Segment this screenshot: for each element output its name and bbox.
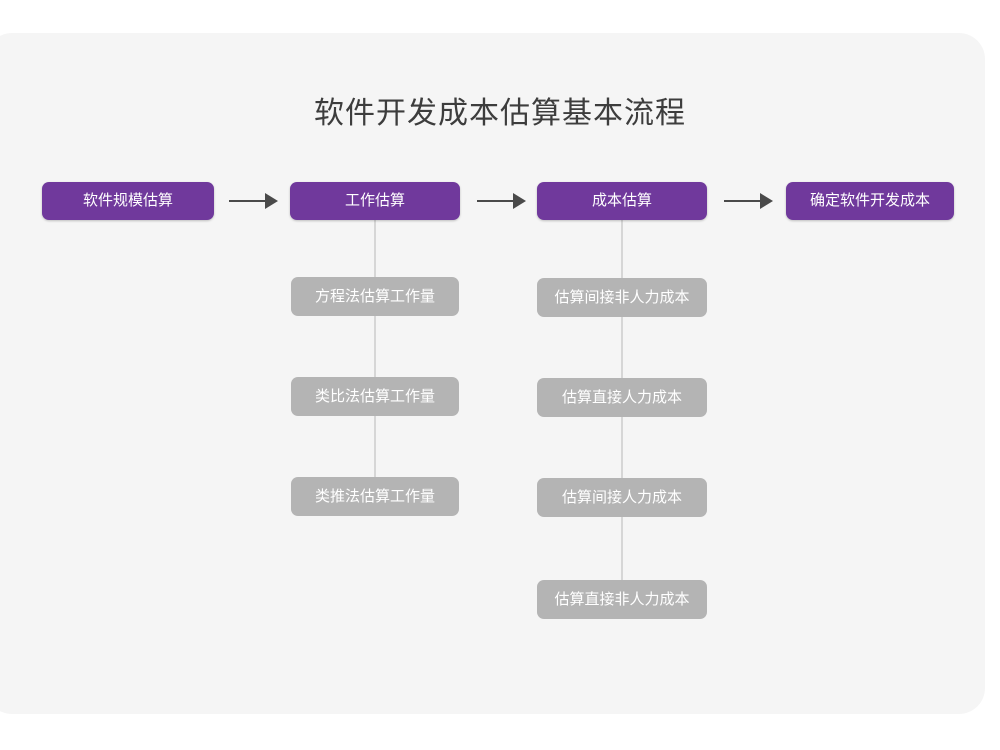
arrow-head-icon bbox=[513, 193, 526, 209]
arrow-stage-1-to-2 bbox=[229, 189, 283, 213]
stage-box-software-scale-estimation[interactable]: 软件规模估算 bbox=[42, 182, 214, 220]
connector-line-branch-a bbox=[374, 220, 376, 498]
arrow-shaft-icon bbox=[477, 200, 521, 202]
sub-box-inference-method-effort[interactable]: 类推法估算工作量 bbox=[291, 477, 459, 516]
arrow-head-icon bbox=[265, 193, 278, 209]
sub-box-direct-non-labor-cost[interactable]: 估算直接非人力成本 bbox=[537, 580, 707, 619]
sub-box-direct-labor-cost[interactable]: 估算直接人力成本 bbox=[537, 378, 707, 417]
arrow-shaft-icon bbox=[724, 200, 768, 202]
sub-box-equation-method-effort[interactable]: 方程法估算工作量 bbox=[291, 277, 459, 316]
sub-box-indirect-non-labor-cost[interactable]: 估算间接非人力成本 bbox=[537, 278, 707, 317]
arrow-stage-2-to-3 bbox=[477, 189, 531, 213]
stage-box-effort-estimation[interactable]: 工作估算 bbox=[290, 182, 460, 220]
sub-box-analogy-method-effort[interactable]: 类比法估算工作量 bbox=[291, 377, 459, 416]
content-card bbox=[0, 33, 985, 714]
page-title: 软件开发成本估算基本流程 bbox=[314, 97, 686, 130]
arrow-stage-3-to-4 bbox=[724, 189, 778, 213]
arrow-shaft-icon bbox=[229, 200, 273, 202]
arrow-head-icon bbox=[760, 193, 773, 209]
stage-box-cost-estimation[interactable]: 成本估算 bbox=[537, 182, 707, 220]
sub-box-indirect-labor-cost[interactable]: 估算间接人力成本 bbox=[537, 478, 707, 517]
stage-box-determine-development-cost[interactable]: 确定软件开发成本 bbox=[786, 182, 954, 220]
